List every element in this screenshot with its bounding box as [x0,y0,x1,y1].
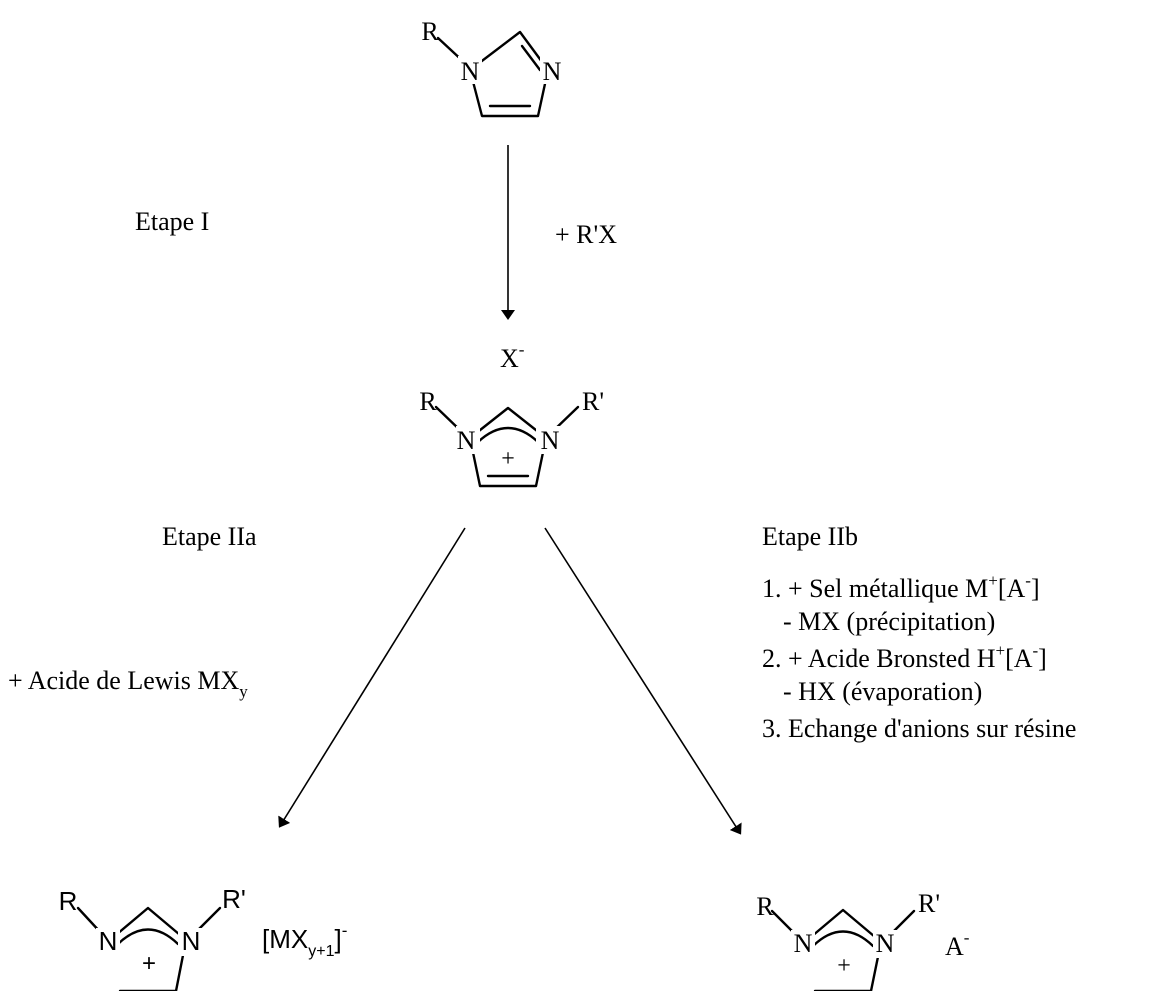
positive-charge: + [837,953,851,979]
molecule-product-anion-exchange: N N + R R' [756,889,940,991]
atom-r-prime: R' [582,387,604,416]
step2b-item2-byproduct: - HX (évaporation) [783,677,982,706]
atom-r-prime: R' [222,884,246,914]
molecule-alkylimidazole: N N R [421,17,564,118]
atom-r: R [59,886,78,916]
atom-n1: N [99,926,118,956]
atom-r: R [419,387,437,416]
step2b-item2: 2. + Acide Bronsted H+[A-] [762,641,1047,673]
step1-label: Etape I [135,207,209,236]
step2b-label: Etape IIb [762,522,858,551]
double-bond-c2-n3 [520,44,542,72]
step2b-item1-byproduct: - MX (précipitation) [783,607,995,636]
molecule-product-lewis: N N + R R' [59,884,246,991]
atom-n3: N [541,426,560,455]
step2a-label: Etape IIa [162,522,257,551]
atom-n3: N [543,57,562,86]
positive-charge: + [501,446,515,472]
positive-charge: + [142,950,156,977]
atom-n1: N [461,57,480,86]
step2a-reagent: + Acide de Lewis MXy [8,666,248,701]
arrow-step2a [278,527,466,828]
atom-n3: N [182,926,201,956]
atom-n1: N [794,929,813,958]
step1-reagent: + R'X [555,220,617,249]
aromatic-arc [116,928,180,946]
aromatic-arc [811,930,875,948]
atom-r: R [756,892,774,921]
arrow-step2b [544,527,742,835]
atom-n1: N [457,426,476,455]
step2b-item1: 1. + Sel métallique M+[A-] [762,571,1040,603]
molecule-imidazolium-halide: N N + R R' [419,387,604,488]
aromatic-arc [476,426,540,444]
anion-mx-y1: [MXy+1]- [262,921,347,960]
ring-bonds [468,30,550,118]
anion-a: A- [945,928,970,961]
atom-r: R [421,17,439,46]
counterion-x: X- [500,340,525,373]
ring-bonds [468,406,548,488]
atom-r-prime: R' [918,889,940,918]
step2b-reagent-list: 1. + Sel métallique M+[A-] - MX (précipi… [762,571,1076,743]
atom-n3: N [876,929,895,958]
step2b-item3: 3. Echange d'anions sur résine [762,714,1076,743]
